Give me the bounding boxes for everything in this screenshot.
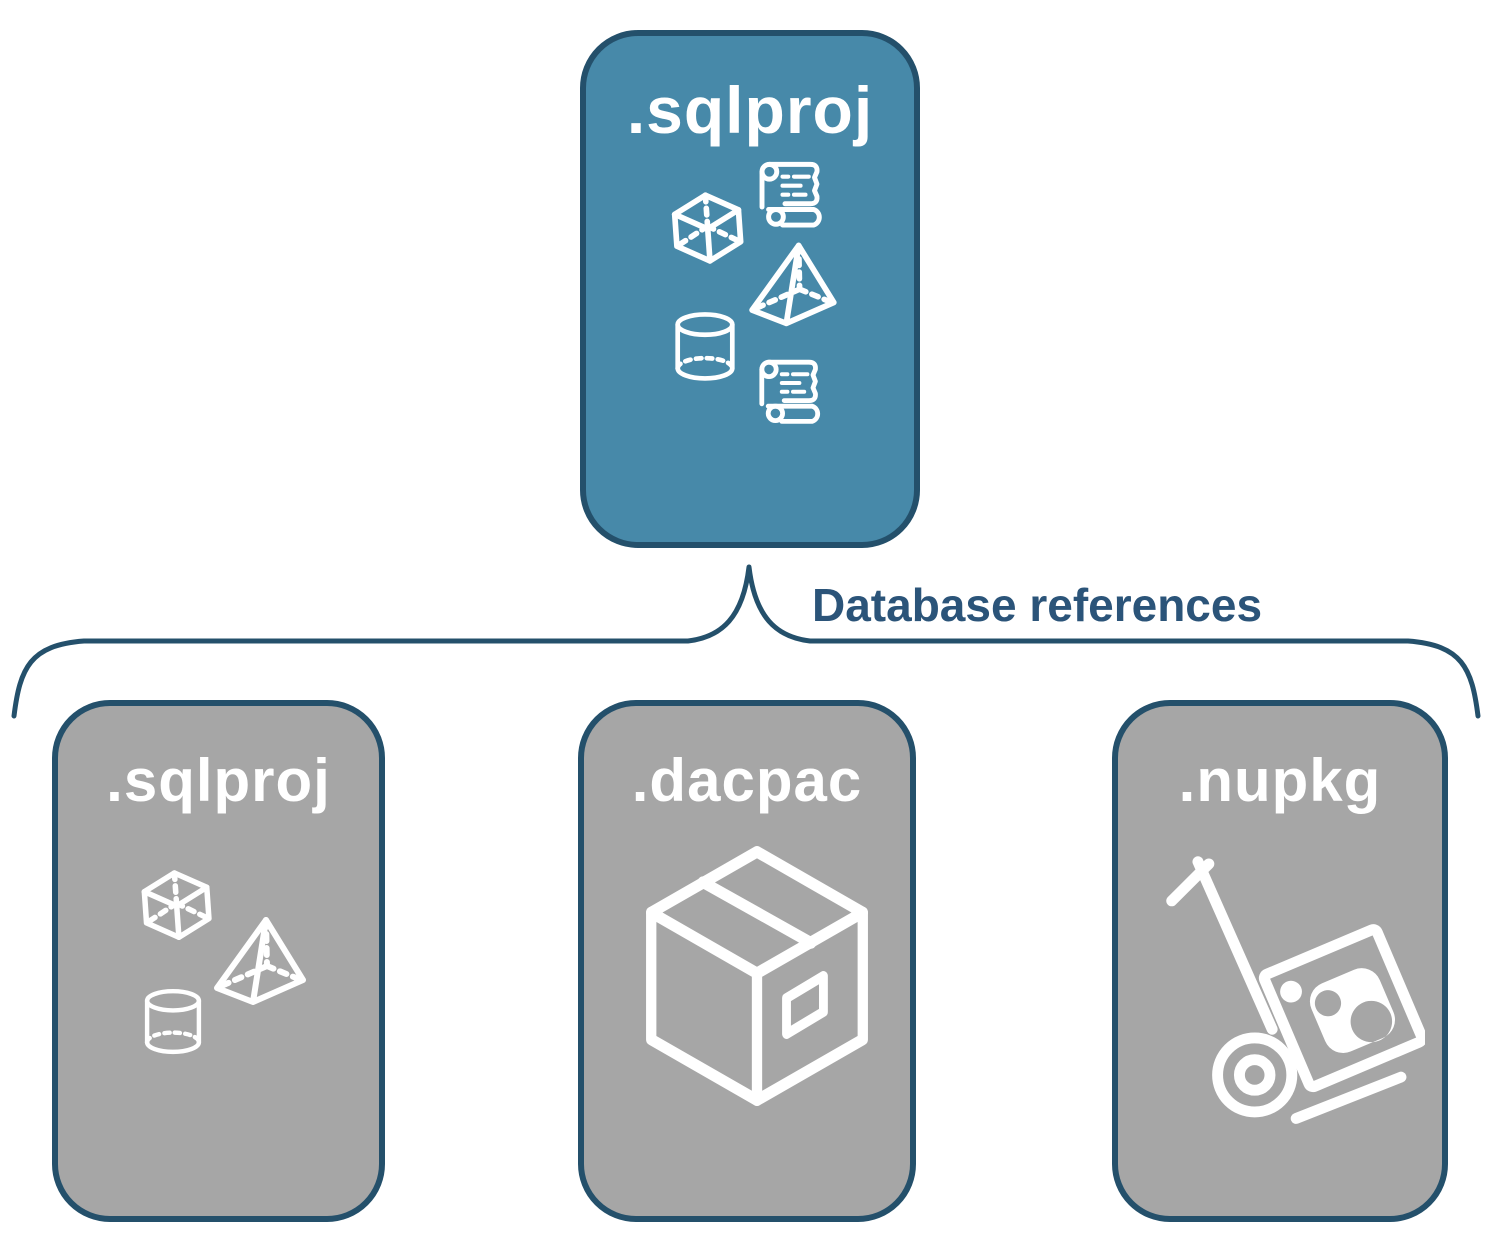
hand-truck-wheel [1212,1032,1298,1118]
hand-truck-icon [1166,856,1425,1124]
bottom-box-nupkg-label: .nupkg [1178,747,1382,814]
cube-icon [671,192,744,264]
pyramid-icon [214,917,306,1005]
scroll-icon [759,359,821,424]
package-box-icon [646,846,868,1106]
bottom-box-sqlproj-label: .sqlproj [106,747,331,814]
top-box-sqlproj: .sqlproj [580,30,920,548]
connector-label: Database references [812,579,1263,631]
bottom-box-sqlproj: .sqlproj [52,700,385,1222]
cylinder-icon [675,312,735,381]
bottom-box-dacpac-label: .dacpac [631,747,863,814]
nuget-logo-icon [1258,924,1425,1093]
hand-truck-blade [1290,1071,1407,1124]
pyramid-icon [749,242,837,327]
hand-truck-rail [1192,856,1278,1035]
cube-icon [141,870,212,940]
scroll-icon [759,161,822,228]
cylinder-icon [144,988,202,1055]
top-box-label: .sqlproj [626,73,874,147]
